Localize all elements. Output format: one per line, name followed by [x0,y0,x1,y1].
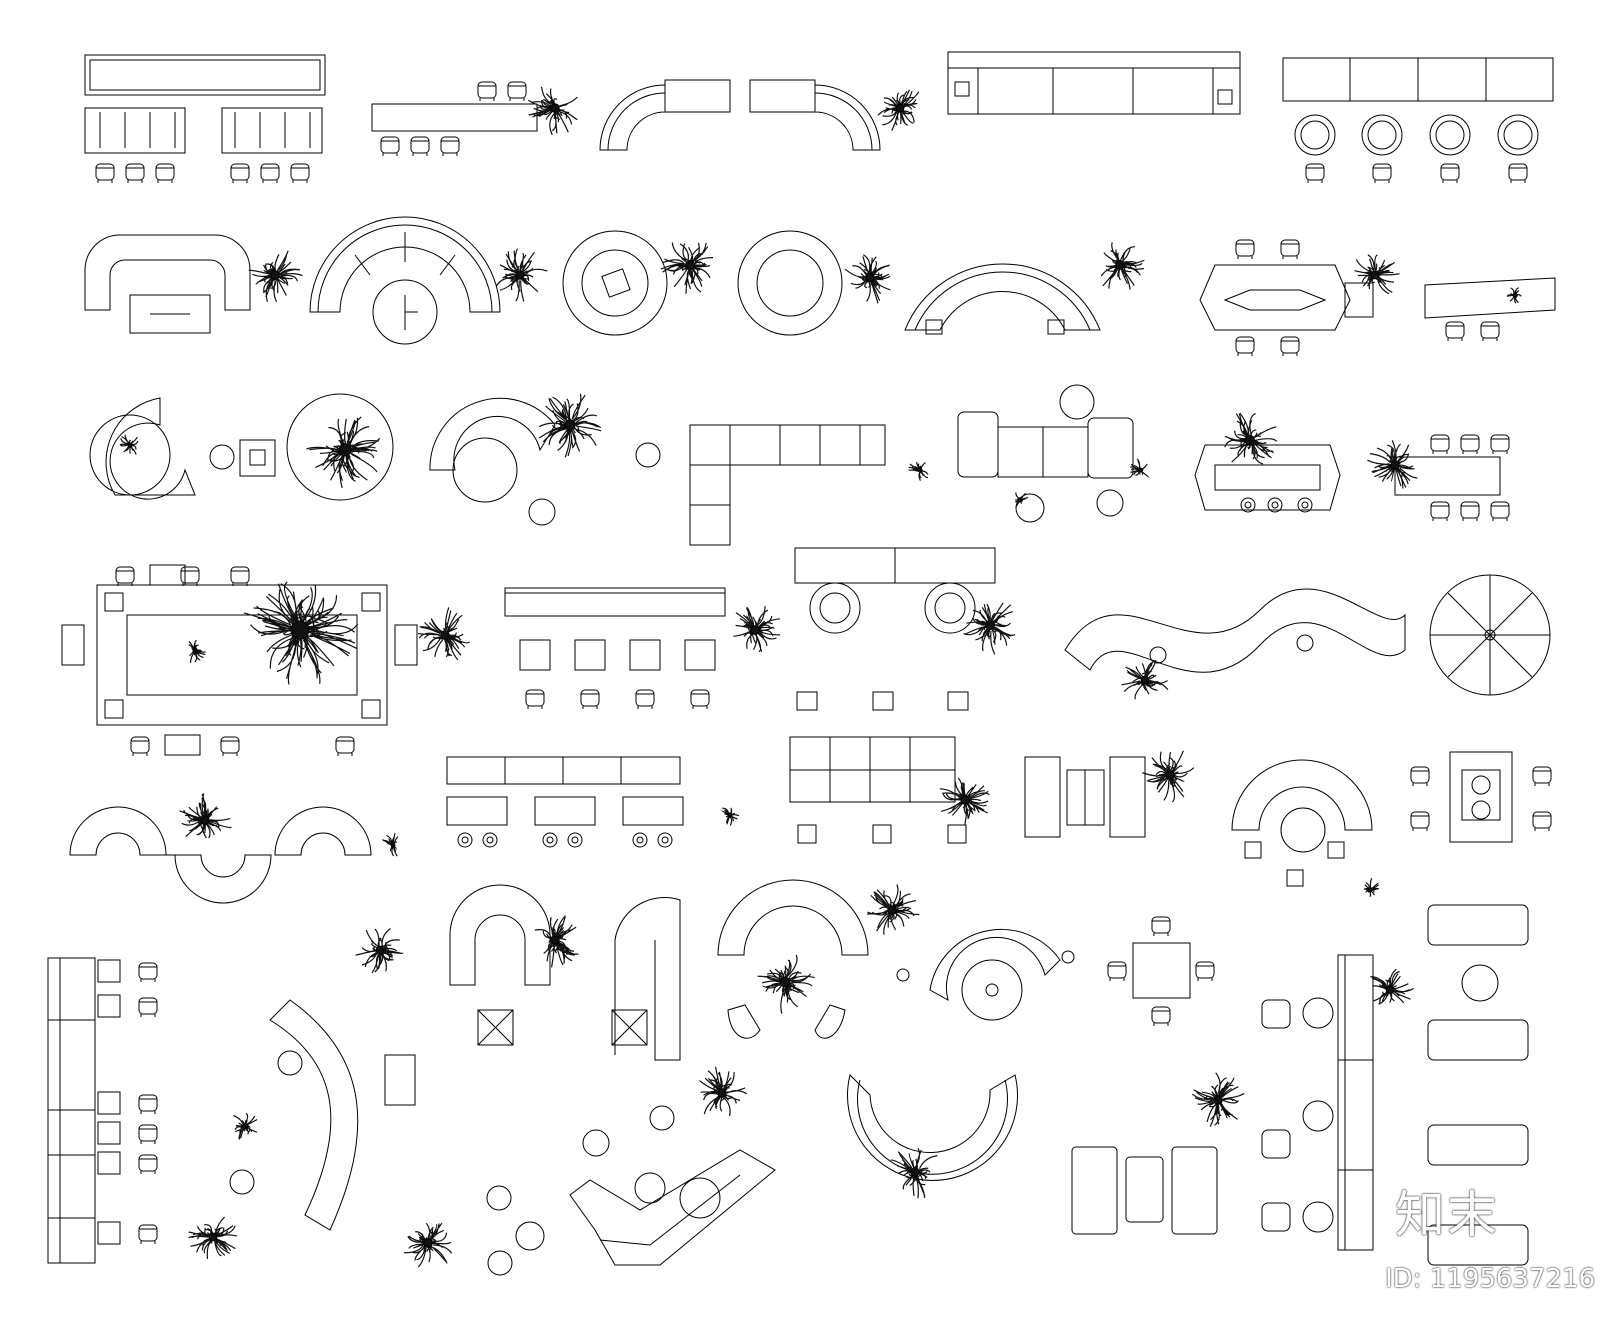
plant-icon [188,1216,238,1259]
plant-icon [119,434,139,455]
plant-icon [233,1112,258,1140]
dining-table-six [1394,434,1510,522]
plant-icon [495,248,548,302]
round-parasol-table [1429,574,1551,696]
plant-icon [188,639,206,663]
plant-icon [534,915,579,968]
dining-table-eight [1199,239,1374,357]
sofa-set-bottom [1071,1146,1218,1235]
sofa-pair-coffee-table [1024,756,1146,838]
bar-with-stools [504,587,726,710]
plant-icon [1121,659,1169,700]
plant-icon [1129,458,1150,478]
plant-icon [866,884,920,935]
booth-round-tables [794,547,996,711]
square-table-four-chairs [1107,916,1215,1027]
plant-icon [1142,750,1195,803]
plant-icon [660,242,714,294]
four-seat-table [1410,751,1552,843]
y-shaped-bar [569,1149,776,1266]
plant-icon [1363,877,1380,897]
plant-icon [939,777,990,825]
plant-icon [1367,440,1418,489]
watermark-logo: 知末 [1395,1186,1499,1244]
plant-icon [844,254,891,304]
l-shaped-sofa [689,424,886,546]
large-lounge-table [61,564,418,757]
curved-lounge-1 [89,393,394,501]
plant-icon [355,928,404,974]
plant-icon [1354,254,1400,295]
booth-table-row [446,756,684,848]
plant-icon [1506,287,1522,304]
curved-bar-counter [229,999,416,1231]
plant-icon [382,833,399,857]
serpentine-sofa [1064,588,1406,673]
plant-icon [417,607,471,661]
cafe-tables-bottom [486,1105,721,1276]
plant-icon [733,606,781,653]
plant-icon [699,1066,748,1117]
lounge-sofas-right [1337,904,1529,1266]
plant-icon [890,1148,938,1199]
plant-icon [243,581,359,685]
curved-counter-pair [599,79,881,151]
semicircle-sofa-3 [717,879,869,1039]
wavy-bench [69,806,372,904]
long-bench-sofa [947,51,1241,115]
modular-sofa-1 [957,384,1134,523]
plant-icon [1370,968,1415,1005]
plant-icon [757,954,815,1014]
plant-icon [1100,242,1145,290]
semicircle-booth-2 [1231,759,1373,887]
modular-sofa-2 [789,736,967,844]
u-shaped-sofa [84,234,251,334]
plant-icon [1224,412,1278,465]
plant-icon [179,793,232,839]
cafe-tables-row [1282,57,1554,184]
plant-symbols [119,86,1522,1268]
plant-icon [963,602,1016,655]
curved-lounge-2 [429,397,661,526]
plant-icon [1014,492,1029,508]
banquette-bar [1194,444,1341,513]
plant-icon [403,1222,453,1268]
plant-icon [248,250,303,303]
watermark-id: ID: 1195637216 [1385,1264,1596,1294]
bar-counter-2 [1424,277,1556,342]
round-table-arc-bench [896,928,1075,1021]
ring-sofa [847,1074,1018,1181]
plant-icon [527,86,578,136]
long-banquette-left [47,957,158,1264]
armchairs-round-tables [1261,997,1334,1233]
arc-booth [904,263,1101,335]
plant-icon [538,393,602,458]
plant-icon [908,462,929,481]
plant-icon [1191,1072,1245,1127]
plant-icon [721,807,740,826]
semicircle-sofa [309,216,501,345]
reception-desk-1 [371,81,538,157]
bar-counter-set-1 [84,54,326,184]
arch-booth [449,884,681,1061]
plant-icon [877,89,920,131]
round-booth-tables [562,230,843,336]
plant-icon [306,416,381,489]
